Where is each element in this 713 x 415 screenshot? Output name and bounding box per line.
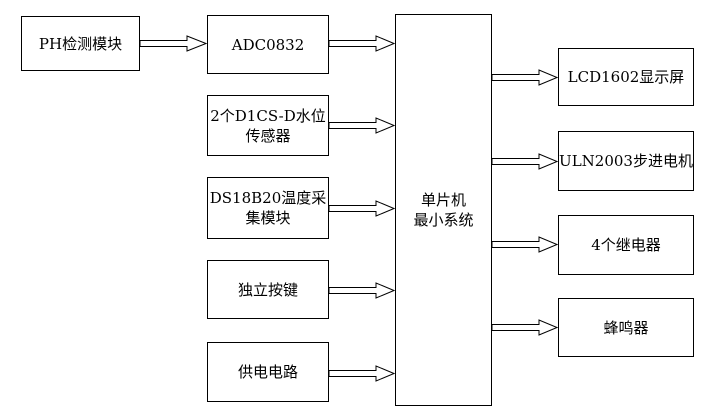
- mcu-box: 单片机 最小系统: [395, 14, 492, 406]
- arrow-mcu-to-relays: [491, 236, 559, 253]
- arrow-adc-to-mcu: [328, 35, 396, 52]
- arrow-temp-to-mcu: [328, 200, 396, 217]
- adc-box: ADC0832: [207, 15, 329, 74]
- arrow-mcu-to-lcd: [491, 69, 559, 86]
- arrow-ph-to-adc: [139, 35, 208, 52]
- lcd-box: LCD1602显示屏: [558, 48, 694, 106]
- arrow-buttons-to-mcu: [328, 282, 396, 299]
- motor-box: ULN2003步进电机: [558, 131, 694, 191]
- ph-module-box: PH检测模块: [21, 16, 140, 71]
- water-sensor-box: 2个D1CS-D水位 传感器: [207, 95, 329, 156]
- buttons-box: 独立按键: [207, 260, 329, 319]
- arrow-power-to-mcu: [328, 365, 396, 382]
- temp-module-box: DS18B20温度采 集模块: [207, 177, 329, 239]
- arrow-mcu-to-buzzer: [491, 319, 559, 336]
- relays-box: 4个继电器: [558, 215, 694, 275]
- arrow-water-to-mcu: [328, 117, 396, 134]
- arrow-mcu-to-motor: [491, 153, 559, 170]
- buzzer-box: 蜂鸣器: [558, 298, 694, 357]
- power-box: 供电电路: [207, 342, 329, 402]
